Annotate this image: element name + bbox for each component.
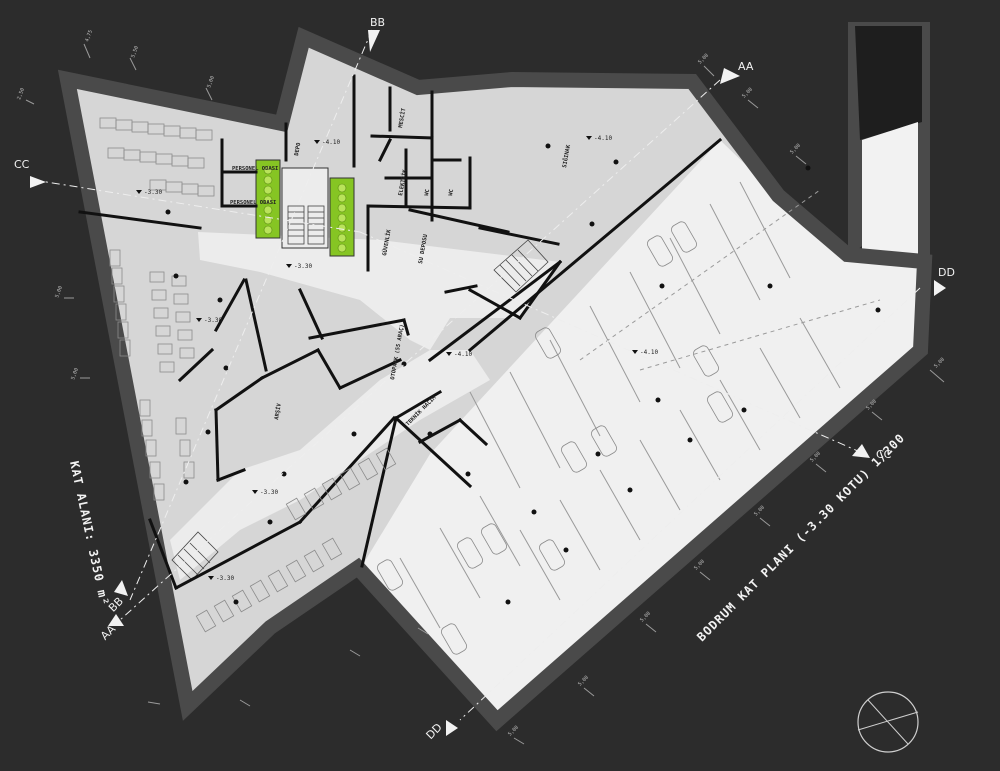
level-markers: -3.30 -3.30 -3.30 -3.30 -3.30 -4.10 -4.1… (136, 135, 658, 582)
main-parking (377, 181, 881, 655)
exit-ramp (848, 22, 930, 290)
section-marker-cc-right: CC (852, 444, 892, 461)
level-marker-8: -4.10 (446, 351, 472, 358)
section-label-bb-top: BB (370, 16, 385, 29)
room-label-su-deposu: SU DEPOSU (418, 233, 429, 264)
svg-text:-4.10: -4.10 (454, 351, 472, 358)
section-label-cc-right: CC (876, 448, 892, 461)
svg-text:-3.30: -3.30 (216, 575, 234, 582)
room-label-wc-1: WC (424, 189, 431, 197)
room-label-personel-1: PERSONEL ODASI (232, 166, 278, 172)
room-label-mescit: MESCİT (397, 107, 407, 128)
level-marker-7: -4.10 (586, 135, 612, 142)
interior-walls (78, 74, 723, 591)
level-marker-4: -3.30 (252, 489, 278, 496)
svg-text:-4.10: -4.10 (640, 349, 658, 356)
section-marker-aa-top: AA (720, 60, 754, 84)
svg-text:5,50: 5,50 (130, 45, 140, 58)
level-marker-5: -3.30 (208, 575, 234, 582)
room-label-wc-2: WC (448, 189, 455, 197)
room-label-personel-2: PERSONEL ODASI (230, 200, 276, 206)
svg-text:4,75: 4,75 (84, 29, 94, 42)
dimension-ticks (25, 43, 945, 745)
section-marker-dd-right: DD (934, 266, 955, 296)
section-label-dd-right: DD (938, 266, 955, 279)
section-label-aa-top: AA (738, 60, 754, 73)
section-marker-bb-top: BB (368, 16, 385, 52)
section-marker-cc-left: CC (14, 158, 46, 188)
svg-text:5,00: 5,00 (54, 285, 64, 298)
level-marker-2: -3.30 (286, 263, 312, 270)
svg-text:-3.30: -3.30 (260, 489, 278, 496)
level-marker-3: -3.30 (196, 317, 222, 324)
room-label-elektrik: ELEKTRİK (397, 168, 409, 196)
svg-text:-4.10: -4.10 (594, 135, 612, 142)
green-courtyard (255, 159, 355, 257)
svg-text:-4.10: -4.10 (322, 139, 340, 146)
section-label-cc-left: CC (14, 158, 30, 171)
level-marker-9: -4.10 (632, 349, 658, 356)
corridor (170, 232, 560, 580)
level-marker-1: -3.30 (136, 189, 162, 196)
svg-text:5,00: 5,00 (70, 367, 80, 380)
svg-text:-3.30: -3.30 (294, 263, 312, 270)
room-label-siginak: SIĞINAK (561, 144, 572, 169)
section-lines (33, 29, 921, 721)
north-arrow-icon (857, 691, 919, 753)
structural-columns (165, 143, 881, 605)
svg-text:-3.30: -3.30 (204, 317, 222, 324)
room-label-arsiv: ARŞİV (273, 402, 283, 420)
svg-text:2,50: 2,50 (16, 87, 26, 100)
svg-text:5,00: 5,00 (206, 75, 216, 88)
parking-stalls-left (99, 117, 215, 501)
level-marker-6: -4.10 (314, 139, 340, 146)
room-label-guvenlik: GÜVENLİK (381, 228, 393, 256)
parking-stalls-lower (195, 447, 397, 633)
svg-text:-3.30: -3.30 (144, 189, 162, 196)
room-label-depo: DEPO (294, 142, 302, 157)
stairs (171, 205, 549, 581)
